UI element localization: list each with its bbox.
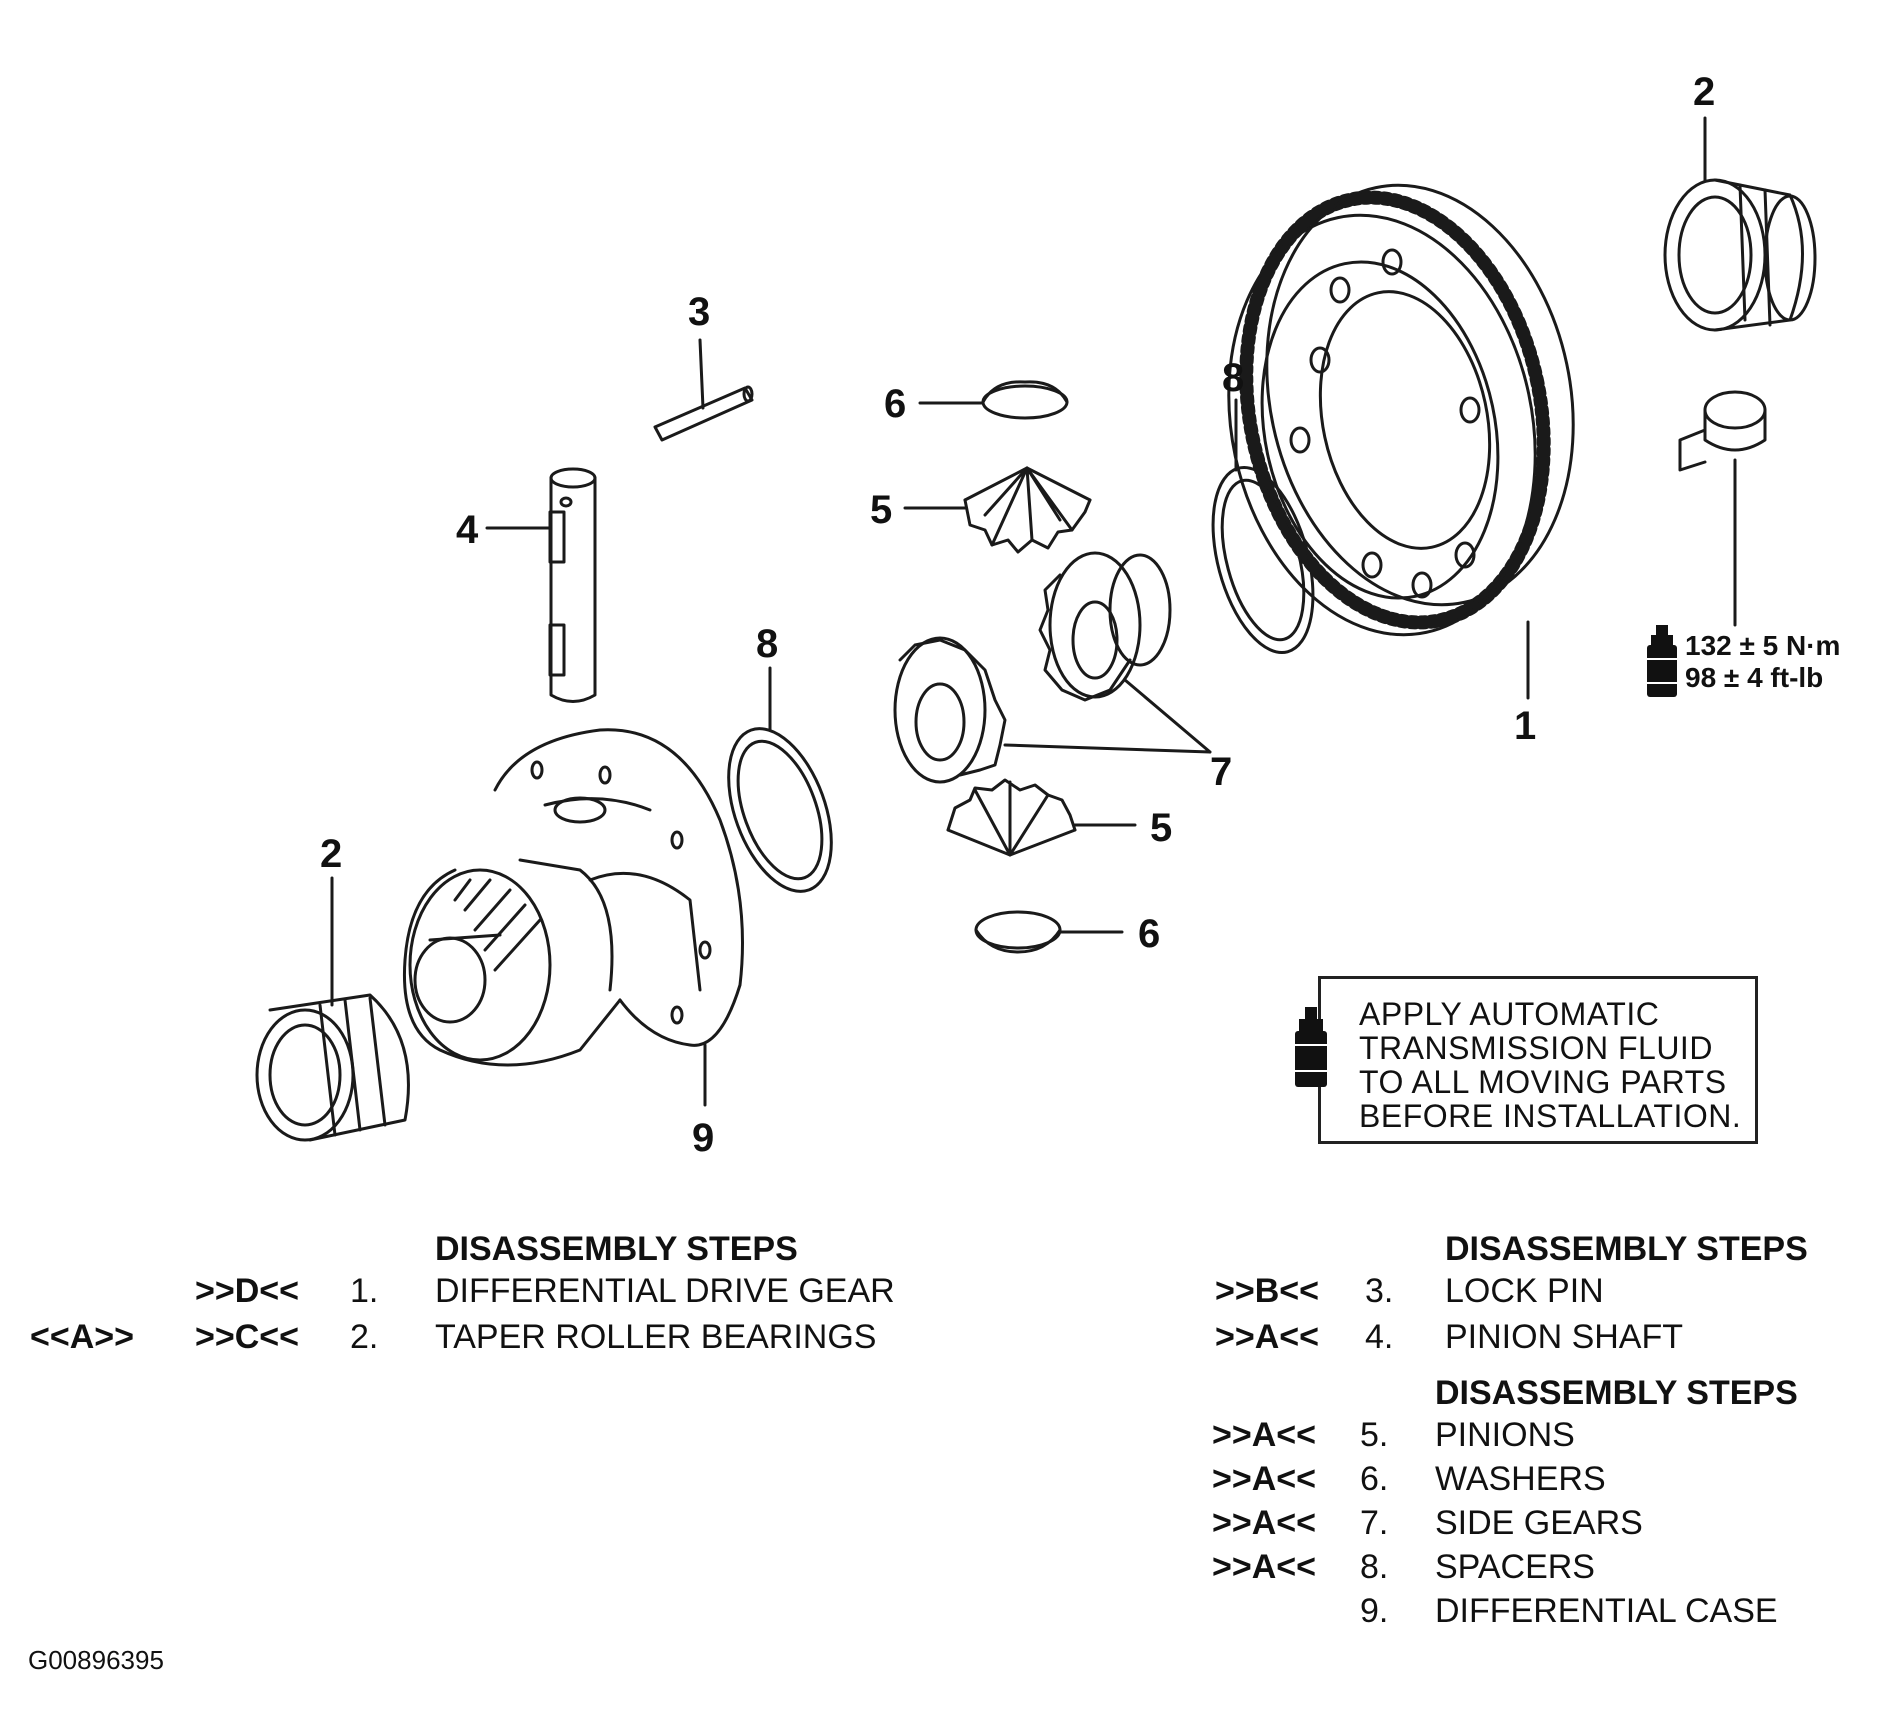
lock-pin (653, 385, 754, 442)
step-number: 5. (1360, 1416, 1389, 1454)
callout-3: 3 (688, 290, 711, 334)
callout-8-center: 8 (756, 622, 779, 666)
step-name: WASHERS (1435, 1460, 1606, 1498)
spacer-upper (1211, 466, 1315, 654)
torque-metric: 132 ± 5 N·m (1685, 630, 1841, 661)
callout-2-lower: 2 (320, 832, 343, 876)
callout-7: 7 (1210, 750, 1233, 794)
step-number: 1. (350, 1272, 379, 1310)
step-ref: >>D<< (195, 1272, 299, 1310)
spacer-center (727, 727, 833, 893)
step-ref: >>A<< (1215, 1318, 1319, 1356)
step-name: PINIONS (1435, 1416, 1575, 1454)
callout-5-upper: 5 (870, 488, 893, 532)
step-name: TAPER ROLLER BEARINGS (435, 1318, 877, 1356)
callout-6-upper: 6 (884, 382, 907, 426)
exploded-differential-diagram (255, 116, 1817, 1142)
callout-5-lower: 5 (1150, 806, 1173, 850)
pinion-shaft (548, 467, 597, 703)
drive-gear (1227, 183, 1575, 637)
figure-id: G00896395 (28, 1645, 164, 1675)
bearing-lower (255, 993, 410, 1142)
note-text: APPLY AUTOMATIC TRANSMISSION FLUID TO AL… (1359, 997, 1741, 1133)
step-ref: >>C<< (195, 1318, 299, 1356)
step-number: 6. (1360, 1460, 1389, 1498)
gear-bolt (1678, 390, 1767, 472)
bearing-upper (1663, 178, 1817, 332)
step-name: DIFFERENTIAL CASE (1435, 1592, 1778, 1630)
callout-6-lower: 6 (1138, 912, 1161, 956)
callout-2-upper: 2 (1693, 70, 1716, 114)
step-number: 9. (1360, 1592, 1389, 1630)
step-number: 4. (1365, 1318, 1394, 1356)
step-name: SIDE GEARS (1435, 1504, 1643, 1542)
step-name: LOCK PIN (1445, 1272, 1604, 1310)
washer-lower (974, 910, 1062, 954)
step-number: 7. (1360, 1504, 1389, 1542)
step-name: DIFFERENTIAL DRIVE GEAR (435, 1272, 895, 1310)
washer-upper (981, 380, 1069, 420)
torque-imperial: 98 ± 4 ft-lb (1685, 662, 1824, 694)
note-line: BEFORE INSTALLATION. (1359, 1098, 1742, 1134)
step-number: 3. (1365, 1272, 1394, 1310)
step-ref: >>A<< (1212, 1504, 1316, 1542)
leader-7 (1003, 678, 1212, 754)
step-ref: >>A<< (1212, 1460, 1316, 1498)
torque-spec: 132 ± 5 N·m 98 ± 4 ft-lb (1685, 630, 1840, 694)
step-number: 8. (1360, 1548, 1389, 1586)
step-number: 2. (350, 1318, 379, 1356)
side-gear-lower (893, 636, 1007, 784)
pinion-lower (946, 778, 1077, 857)
step-ref: <<A>> (30, 1318, 134, 1356)
pinion-upper (963, 466, 1092, 554)
differential-case (402, 728, 744, 1067)
step-ref: >>B<< (1215, 1272, 1319, 1310)
lubricant-bottle-icon (1647, 625, 1677, 697)
lubrication-note: APPLY AUTOMATIC TRANSMISSION FLUID TO AL… (1295, 976, 1758, 1144)
callout-9: 9 (692, 1116, 715, 1160)
note-line: TO ALL MOVING PARTS (1359, 1064, 1727, 1100)
note-line: TRANSMISSION FLUID (1359, 1030, 1713, 1066)
callout-4: 4 (456, 508, 479, 552)
steps-header: DISASSEMBLY STEPS (1445, 1230, 1808, 1268)
step-name: SPACERS (1435, 1548, 1595, 1586)
step-ref: >>A<< (1212, 1416, 1316, 1454)
step-ref: >>A<< (1212, 1548, 1316, 1586)
step-name: PINION SHAFT (1445, 1318, 1684, 1356)
steps-header: DISASSEMBLY STEPS (1435, 1374, 1798, 1412)
callout-8-upper: 8 (1222, 356, 1245, 400)
leader-3 (698, 338, 705, 410)
lubricant-bottle-icon (1295, 1007, 1327, 1087)
callout-1: 1 (1514, 704, 1537, 748)
steps-header: DISASSEMBLY STEPS (435, 1230, 798, 1268)
note-line: APPLY AUTOMATIC (1359, 996, 1660, 1032)
side-gear-upper (1038, 551, 1172, 702)
